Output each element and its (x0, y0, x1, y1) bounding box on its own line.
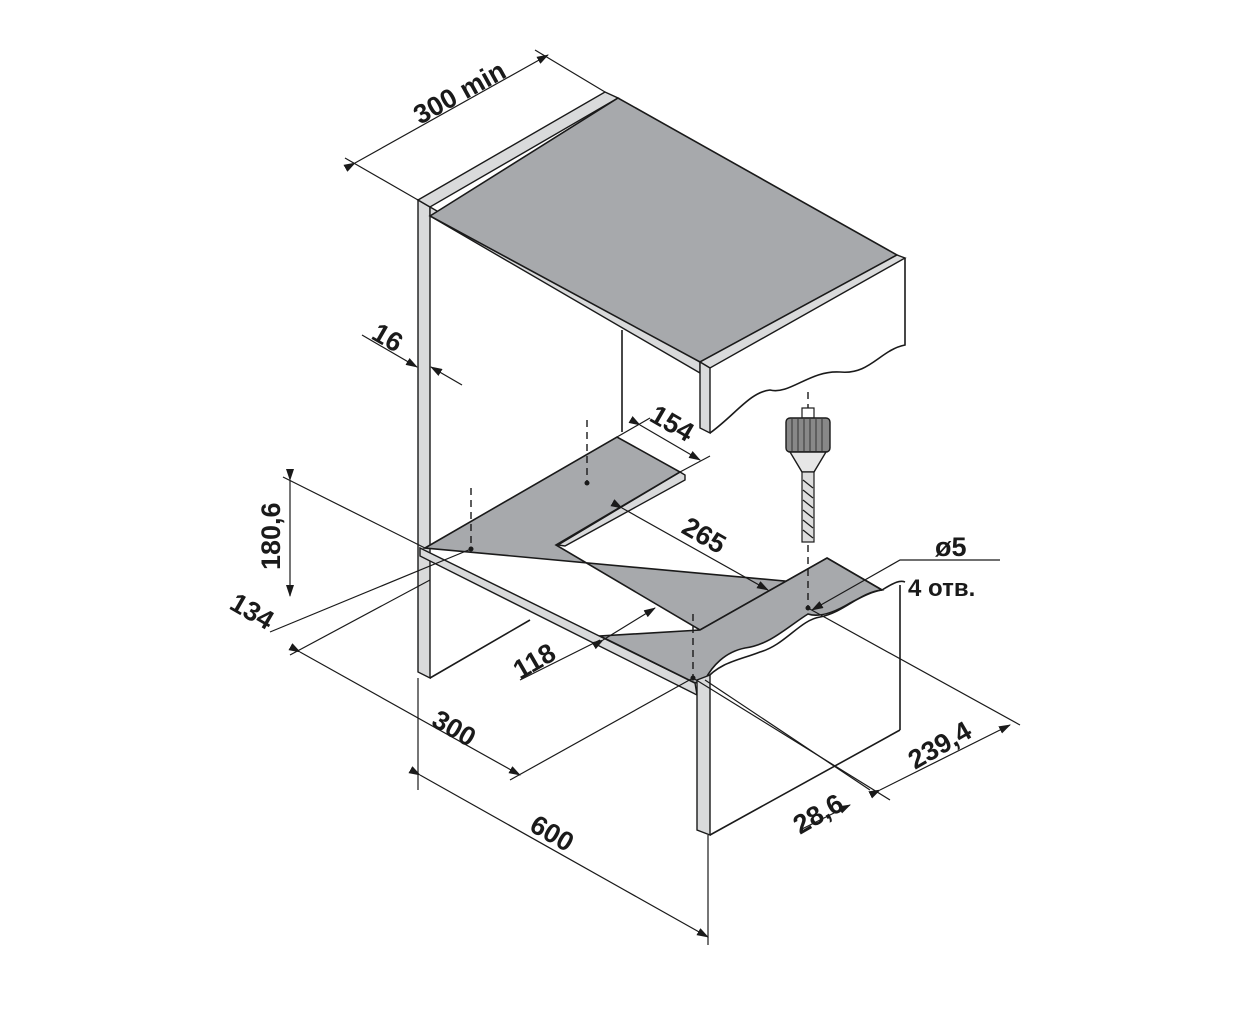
dimension-lines (269, 49, 1021, 945)
dim-top-depth: 300 min (408, 55, 510, 130)
dim-back-arm-width: 154 (645, 399, 699, 448)
dim-right-depth: 239,4 (903, 715, 977, 775)
dim-front-offset: 134 (225, 587, 279, 636)
dim-front-arm-width: 118 (508, 637, 561, 685)
shelf-panel (419, 436, 906, 697)
dim-height: 180,6 (256, 502, 286, 570)
dim-hole-count: 4 отв. (908, 575, 975, 602)
dim-panel-thickness: 16 (367, 317, 408, 358)
dim-cutout-width: 265 (677, 511, 731, 560)
dim-total-width: 600 (525, 809, 579, 858)
dim-hole-diameter: ø5 (935, 532, 967, 562)
top-panel (416, 91, 907, 435)
drill-icon (785, 392, 831, 543)
dim-shelf-depth: 300 (427, 704, 481, 753)
dim-right-offset: 28,6 (788, 788, 849, 840)
